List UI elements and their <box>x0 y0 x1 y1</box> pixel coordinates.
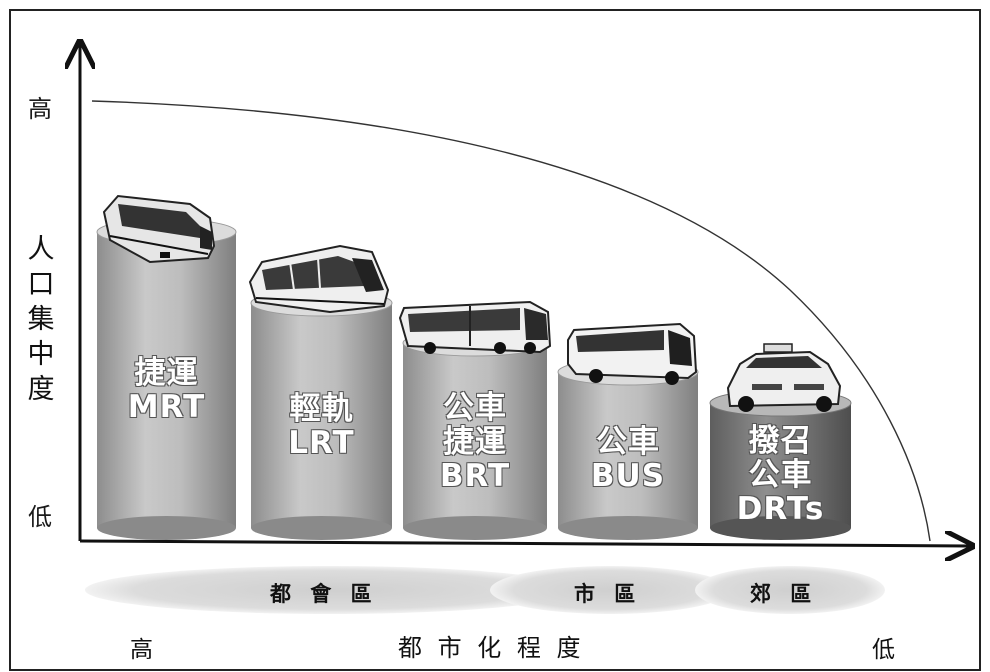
taxi-car-icon <box>726 343 842 412</box>
zone-band-city <box>490 566 730 614</box>
mode-label-line: 公車 <box>443 390 507 426</box>
zone-band-suburb <box>695 566 885 614</box>
mode-label-line: BRT <box>439 458 511 494</box>
mode-label-line: 捷運 <box>134 355 199 391</box>
x-axis-line <box>79 541 970 546</box>
cylinder-drt <box>709 389 852 540</box>
y-axis-title-char: 口 <box>27 269 55 300</box>
x-axis-low-label: 低 <box>872 637 895 663</box>
y-axis-low-label: 低 <box>28 503 52 531</box>
zone-label-suburb: 郊 區 <box>750 582 818 606</box>
y-axis-title: 人 口 集 中 度 <box>26 232 56 407</box>
decay-curve <box>91 100 931 542</box>
mode-label-line: 輕軌 <box>289 391 354 427</box>
mode-label-brt: 公車 捷運 BRT <box>403 391 547 493</box>
zone-label-city: 市 區 <box>574 582 642 606</box>
y-axis-high-label: 高 <box>28 95 52 123</box>
zone-band-urban <box>85 566 575 614</box>
y-axis-title-char: 中 <box>27 339 55 370</box>
y-axis-title-char: 度 <box>27 374 55 405</box>
cylinder-bus <box>557 358 699 540</box>
light-rail-tram-icon <box>248 244 390 314</box>
mode-label-line: MRT <box>127 389 206 425</box>
x-axis-high-label: 高 <box>130 637 153 663</box>
articulated-bus-icon <box>398 300 552 354</box>
x-axis-title: 都 市 化 程 度 <box>398 634 585 662</box>
zone-label-urban: 都 會 區 <box>270 582 378 606</box>
metro-train-icon <box>102 194 216 264</box>
y-axis-title-char: 人 <box>27 234 55 265</box>
y-axis-title-char: 集 <box>27 304 55 335</box>
mode-label-mrt: 捷運 MRT <box>97 356 236 424</box>
mode-label-line: 公車 <box>748 457 813 493</box>
mode-label-line: 撥召 <box>748 423 813 459</box>
city-bus-icon <box>567 322 698 385</box>
mode-label-line: 捷運 <box>443 424 507 460</box>
mode-label-line: DRTs <box>736 491 825 527</box>
mode-label-drt: 撥召 公車 DRTs <box>710 424 851 526</box>
mode-label-lrt: 輕軌 LRT <box>251 392 392 460</box>
mode-label-bus: 公車 BUS <box>558 425 698 493</box>
outer-frame <box>9 9 981 671</box>
mode-label-line: LRT <box>288 425 355 461</box>
mode-label-line: BUS <box>590 458 666 494</box>
mode-label-line: 公車 <box>596 424 660 460</box>
